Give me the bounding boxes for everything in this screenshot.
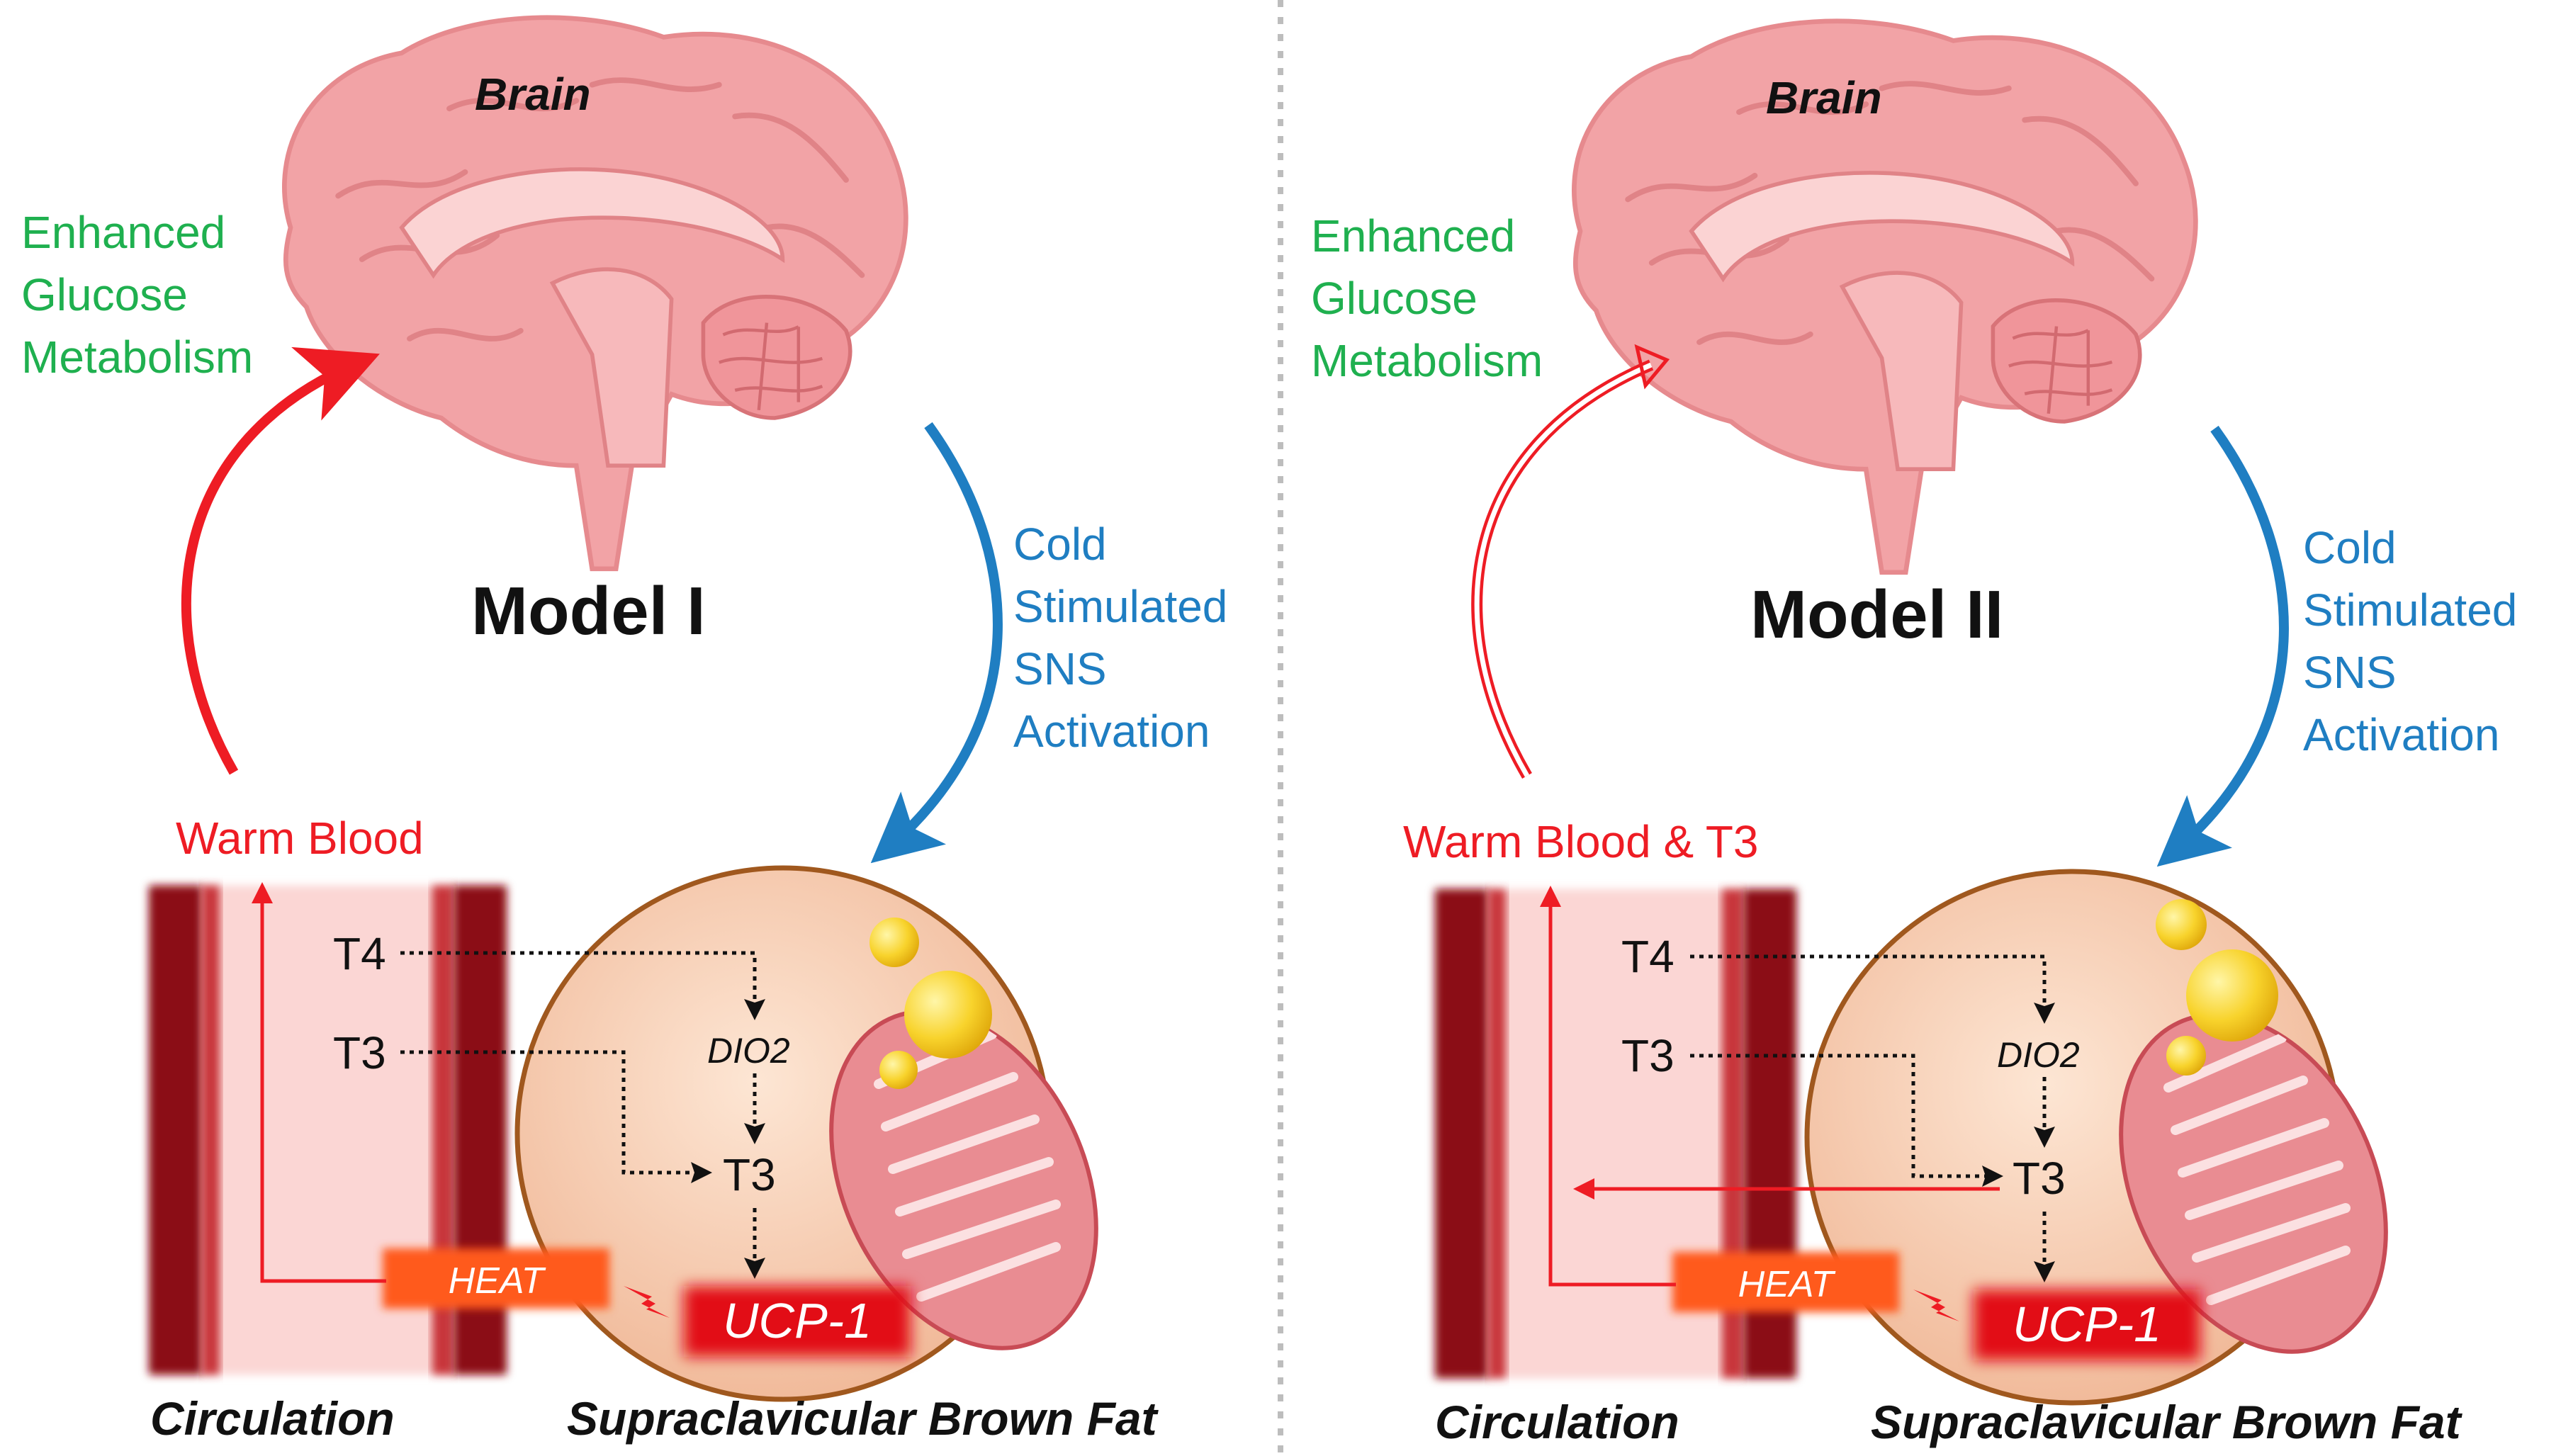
note-line-2: Glucose	[1311, 273, 1478, 324]
note-line-4: Activation	[2303, 709, 2499, 760]
ucp1-box	[684, 1286, 911, 1357]
mitochondrion	[2119, 1012, 2388, 1354]
brain-label: Brain	[475, 69, 591, 120]
note-line-1: Cold	[1013, 519, 1107, 570]
note-line-2: Glucose	[21, 269, 188, 320]
dio2-label: DIO2	[707, 1031, 790, 1071]
t3-in-to-t3-arrow	[400, 1050, 712, 1183]
enhanced-glucose-note: Enhanced Glucose Metabolism	[1311, 210, 1543, 386]
t3-output-label: T3	[723, 1149, 776, 1200]
t3-in-to-t3-arrow	[1690, 1054, 2003, 1187]
heat-to-blood-arrow	[252, 882, 386, 1283]
panel-model-1: Brain Model I Enhanced Glucose Metabolis…	[21, 18, 1227, 1445]
ucp1-box	[1974, 1289, 2200, 1360]
t3-input-label: T3	[333, 1027, 386, 1078]
ucp1-label: UCP-1	[723, 1293, 872, 1348]
note-line-4: Activation	[1013, 706, 1210, 757]
note-line-1: Cold	[2303, 522, 2397, 573]
heat-box	[383, 1248, 609, 1309]
ucp1-label: UCP-1	[2013, 1297, 2161, 1352]
heat-box	[1672, 1252, 1899, 1312]
note-line-1: Enhanced	[21, 207, 225, 258]
lightning-icon	[1913, 1289, 1959, 1321]
warm-blood-t3-to-brain-arrow	[1471, 344, 1670, 779]
model-title: Model II	[1750, 577, 2003, 653]
t4-to-dio2-arrow	[400, 951, 765, 1020]
brain-label: Brain	[1766, 72, 1882, 123]
warm-blood-to-brain-arrow	[181, 346, 380, 775]
t3-output-label: T3	[2013, 1153, 2066, 1204]
warm-blood-label: Warm Blood & T3	[1403, 816, 1759, 867]
lipid-droplets	[869, 918, 992, 1089]
lipid-droplets	[2156, 899, 2278, 1076]
heat-to-blood-arrow	[1540, 886, 1676, 1287]
brain-illustration	[284, 18, 906, 569]
t4-label: T4	[333, 928, 386, 979]
t4-label: T4	[1621, 931, 1674, 982]
note-line-1: Enhanced	[1311, 210, 1515, 261]
dio2-label: DIO2	[1997, 1035, 2080, 1075]
note-line-3: SNS	[2303, 647, 2397, 698]
enhanced-glucose-note: Enhanced Glucose Metabolism	[21, 207, 253, 383]
sns-activation-arrow	[870, 422, 1003, 864]
note-line-2: Stimulated	[1013, 581, 1227, 632]
warm-blood-label: Warm Blood	[176, 813, 424, 864]
brain-illustration	[1574, 21, 2195, 572]
note-line-3: Metabolism	[21, 332, 253, 383]
brown-fat-label: Supraclavicular Brown Fat	[567, 1392, 1159, 1445]
note-line-3: Metabolism	[1311, 335, 1543, 386]
cold-sns-note: Cold Stimulated SNS Activation	[2303, 522, 2517, 760]
heat-label: HEAT	[449, 1260, 546, 1302]
t4-to-dio2-arrow	[1690, 954, 2055, 1024]
lightning-icon	[624, 1286, 670, 1318]
panel-model-2: Brain Model II Enhanced Glucose Metaboli…	[1311, 21, 2517, 1448]
note-line-3: SNS	[1013, 643, 1107, 694]
brown-fat-label: Supraclavicular Brown Fat	[1871, 1396, 2463, 1448]
model-title: Model I	[471, 573, 706, 649]
cold-sns-note: Cold Stimulated SNS Activation	[1013, 519, 1227, 757]
heat-label: HEAT	[1738, 1264, 1836, 1305]
sns-activation-arrow	[2156, 425, 2289, 867]
circulation-label: Circulation	[150, 1392, 395, 1445]
note-line-2: Stimulated	[2303, 585, 2517, 636]
circulation-label: Circulation	[1435, 1396, 1679, 1448]
t3-input-label: T3	[1621, 1030, 1674, 1081]
